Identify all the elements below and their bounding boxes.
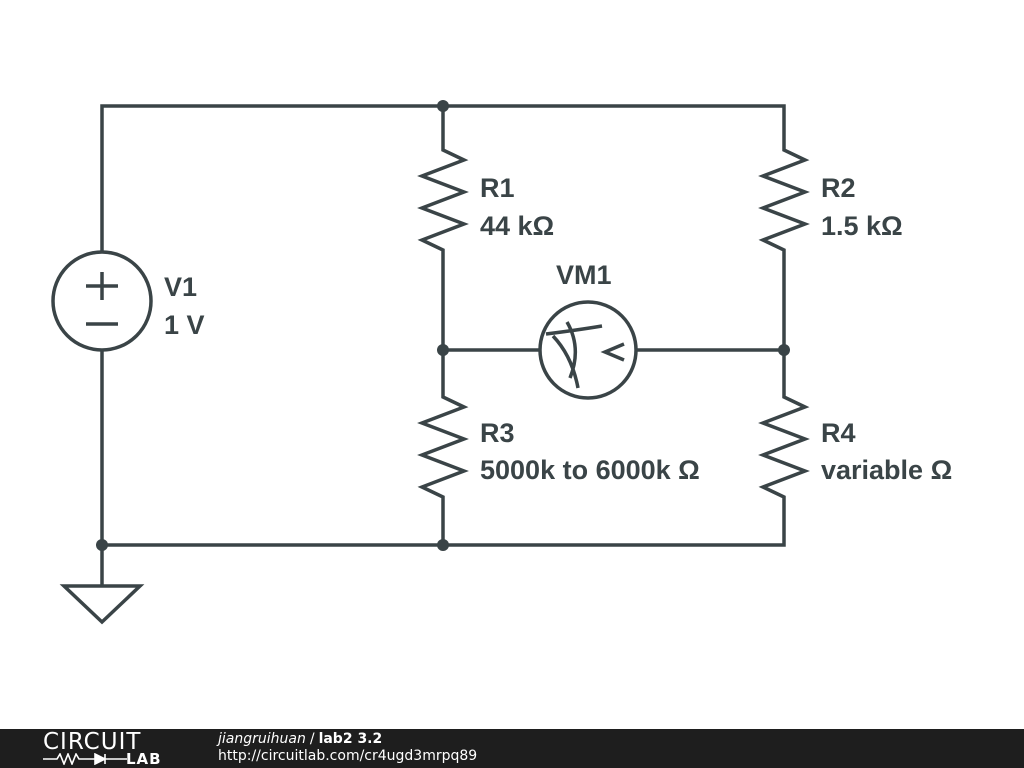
resistor-r2[interactable] — [758, 145, 810, 255]
junction-ground — [96, 539, 108, 551]
plus-icon — [86, 272, 118, 300]
meter-dial-icon — [545, 321, 603, 389]
junction-bottom — [437, 539, 449, 551]
logo-wordmark-bottom: LAB — [126, 750, 162, 768]
junction-top — [437, 100, 449, 112]
r4-value-label: variable Ω — [821, 455, 952, 485]
circuit-title[interactable]: lab2 3.2 — [318, 731, 383, 747]
junction-right-mid — [778, 344, 790, 356]
credit-block: jiangruihuan/lab2 3.2 http://circuitlab.… — [218, 731, 477, 765]
junction-left-mid — [437, 344, 449, 356]
credit-separator: / — [309, 731, 315, 747]
r2-value-label: 1.5 kΩ — [821, 211, 903, 241]
ground-icon — [59, 584, 145, 625]
circuit-url-link[interactable]: http://circuitlab.com/cr4ugd3mrpq89 — [218, 748, 478, 764]
r3-name-label: R3 — [480, 418, 515, 448]
r2-name-label: R2 — [821, 173, 856, 203]
resistor-diode-logo-icon — [43, 753, 127, 765]
resistor-r1[interactable] — [417, 145, 469, 255]
voltmeter-vm1[interactable] — [538, 300, 638, 400]
junctions — [96, 100, 790, 551]
vm1-name-label: VM1 — [556, 260, 612, 290]
r4-name-label: R4 — [821, 418, 856, 448]
author-link[interactable]: jiangruihuan — [218, 731, 306, 747]
resistor-r4[interactable] — [758, 392, 810, 500]
circuit-schematic: V1 1 V R1 44 kΩ R2 1.5 kΩ VM1 R3 5000k t… — [51, 100, 952, 625]
voltage-source-v1[interactable] — [51, 250, 153, 352]
r1-name-label: R1 — [480, 173, 515, 203]
circuitlab-logo[interactable]: CIRCUIT LAB — [34, 729, 184, 768]
v1-name-label: V1 — [164, 272, 197, 302]
footer-bar: CIRCUIT LAB jiangruihuan/lab2 3.2 http:/… — [0, 729, 1024, 768]
meter-pointer-icon — [600, 342, 625, 362]
v1-value-label: 1 V — [164, 310, 205, 340]
r3-value-label: 5000k to 6000k Ω — [480, 455, 700, 485]
resistor-r3[interactable] — [417, 392, 469, 500]
r1-value-label: 44 kΩ — [480, 211, 554, 241]
logo-wordmark-top: CIRCUIT — [43, 729, 142, 755]
